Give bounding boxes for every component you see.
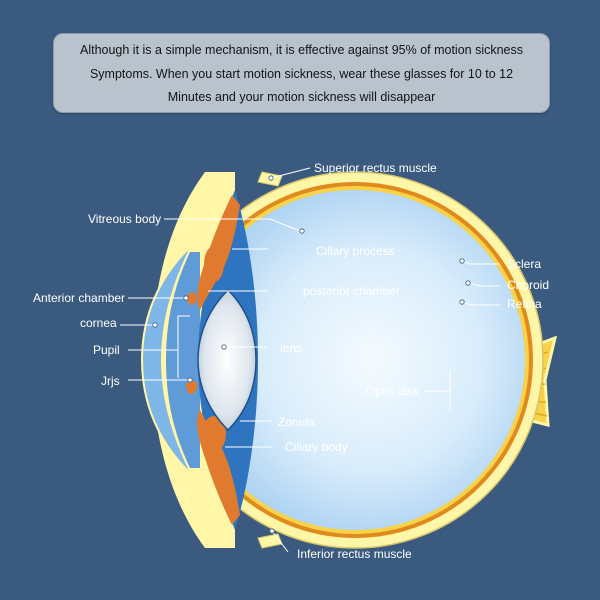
label-pupil: Pupil xyxy=(93,343,120,357)
label-ciliary-body: Ciliary body xyxy=(285,440,348,454)
cornea xyxy=(140,244,193,476)
info-line-2: Symptoms. When you start motion sickness… xyxy=(89,67,514,81)
label-inferior-rectus: Inferior rectus muscle xyxy=(297,547,412,561)
info-box: Although it is a simple mechanism, it is… xyxy=(53,33,550,113)
inferior-rectus-muscle xyxy=(257,533,283,549)
label-zonula: Zonula xyxy=(278,415,315,429)
lens xyxy=(197,288,257,432)
vitreous-body xyxy=(185,190,525,530)
anterior-chamber xyxy=(166,252,200,468)
label-lens: lens xyxy=(280,341,302,355)
label-posterior-chamber: posterior chamber xyxy=(303,284,400,298)
label-superior-rectus: Superior rectus muscle xyxy=(314,161,437,175)
info-line-1: Although it is a simple mechanism, it is… xyxy=(79,43,524,57)
iris-lower xyxy=(186,381,198,395)
iris-upper xyxy=(186,292,197,305)
leader-lines xyxy=(120,167,500,553)
label-ciliary-process: Ciliary process xyxy=(316,244,395,258)
ciliary-process-upper xyxy=(204,246,224,282)
label-anterior-chamber: Anterior chamber xyxy=(33,291,125,305)
label-retina: Retina xyxy=(507,297,542,311)
label-vitreous-body: Vitreous body xyxy=(88,212,161,226)
label-iris: Jrjs xyxy=(101,374,120,388)
label-cornea: cornea xyxy=(80,316,117,330)
info-line-3: Minutes and your motion sickness will di… xyxy=(167,90,436,104)
ciliary-process-lower xyxy=(202,416,226,452)
label-optic-disk: Optic disk xyxy=(366,384,420,398)
leader-dots xyxy=(152,175,471,534)
label-sclera: Sclera xyxy=(507,257,541,271)
label-choroid: Choroid xyxy=(507,278,549,292)
